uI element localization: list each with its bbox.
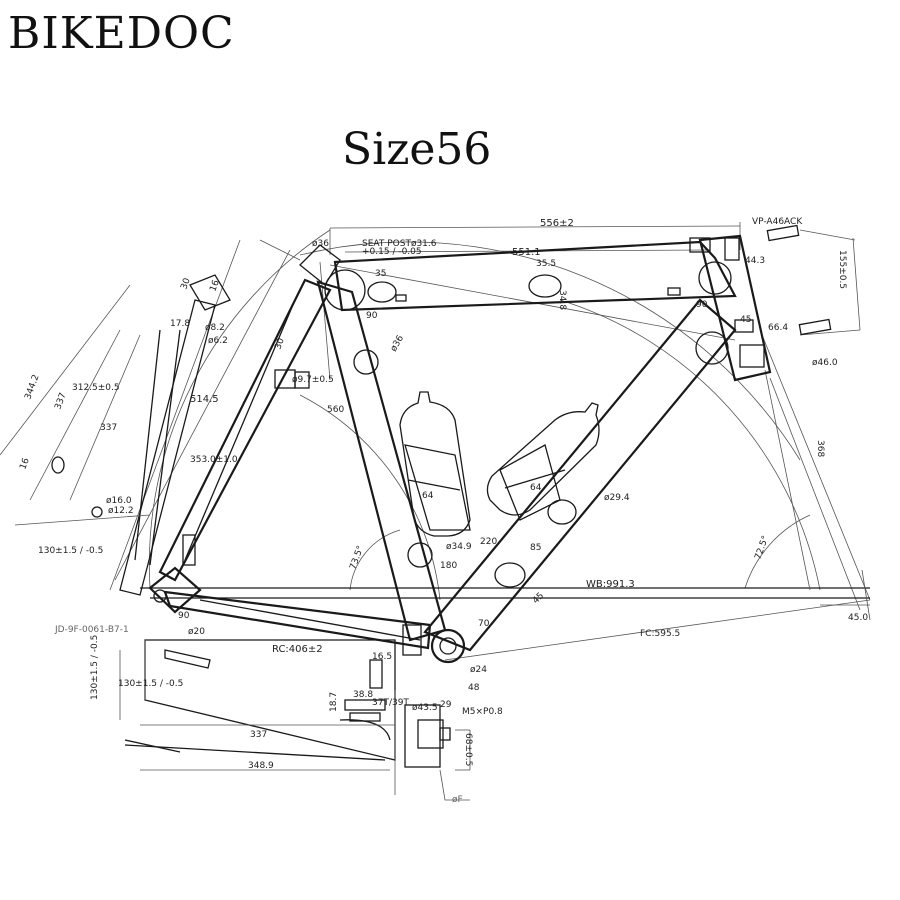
label-d155: 155±0.5 [837, 250, 847, 289]
label-d36-top: ø36 [312, 239, 329, 249]
label-d48: 48 [468, 683, 480, 693]
bottom-bracket-detail [369, 624, 471, 801]
label-d220: 220 [480, 537, 497, 547]
headset-detail [689, 224, 832, 368]
label-d30-a: 30 [179, 277, 192, 291]
label-d35: 35 [375, 269, 386, 279]
label-d337-b: 337 [100, 423, 117, 433]
label-d68: 68±0.5 [463, 733, 473, 766]
label-d560: 560 [327, 405, 344, 415]
label-d16-0: ø16.0 [106, 496, 132, 506]
brand-title: BIKEDOC [8, 8, 235, 59]
label-d90-cs: 90 [178, 611, 190, 621]
seatstay-section [0, 274, 231, 596]
label-d9-7: ø9.7±0.5 [292, 375, 334, 385]
label-d368: 368 [815, 440, 825, 457]
bottle-cage-seat [399, 391, 471, 537]
label-d70: 70 [478, 619, 490, 629]
label-d16-side: 16 [18, 457, 31, 471]
label-d12-2: ø12.2 [108, 506, 134, 516]
label-d72-5: 72.5° [753, 535, 771, 561]
label-d312: 312.5±0.5 [72, 383, 120, 393]
label-d64-b: 64 [530, 483, 542, 493]
bike-frame [148, 234, 772, 664]
label-d30-b: 30 [273, 337, 286, 351]
label-d85: 85 [530, 543, 541, 553]
label-d90-b: 90 [696, 300, 708, 310]
label-d180: 180 [440, 561, 457, 571]
label-top-length: 556±2 [540, 218, 574, 229]
label-wheelbase: WB:991.3 [586, 579, 635, 590]
label-part-number: JD-9F-0061-B7-1 [54, 625, 129, 635]
label-d34-9: ø34.9 [446, 542, 472, 552]
label-d44-3: 44.3 [745, 256, 765, 266]
label-d6-2: ø6.2 [208, 336, 228, 346]
label-rear-center: RC:406±2 [272, 644, 323, 655]
label-d8-2: ø8.2 [205, 323, 225, 333]
label-d35-5: 35.5 [536, 259, 556, 269]
label-top-inner: 551.1 [512, 247, 541, 258]
label-d73-5: 73.5° [348, 545, 366, 571]
label-front-center: FC:595.5 [640, 629, 680, 639]
label-d90-a: 90 [366, 311, 378, 321]
label-d45-bb: 45 [531, 591, 546, 606]
label-d337-a: 337 [53, 391, 68, 411]
label-d66-4: 66.4 [768, 323, 788, 333]
label-d43-5: ø43.5 [412, 703, 438, 713]
label-d20: ø20 [188, 627, 205, 637]
label-d36-seat: ø36 [389, 334, 406, 354]
label-d130-c: 130±1.5 / -0.5 [118, 679, 183, 689]
label-d353: 353.0±1.0 [190, 455, 238, 465]
label-d17-8: 17.8 [170, 319, 190, 329]
label-d16-5: 16.5 [372, 652, 392, 662]
label-faint-note: øF [452, 795, 463, 805]
label-d18-7: 18.7 [329, 692, 339, 712]
label-d344: 344.2 [23, 373, 41, 401]
label-d29: 29 [440, 700, 452, 710]
label-d24: ø24 [470, 665, 487, 675]
label-d348-9: 348.9 [248, 761, 274, 771]
label-d29-4: ø29.4 [604, 493, 630, 503]
label-m5: M5×P0.8 [462, 707, 503, 717]
label-d130-a: 130±1.5 / -0.5 [38, 546, 103, 556]
label-d45-0: 45.0 [848, 613, 868, 623]
label-d16-top: 16 [208, 279, 221, 293]
label-bb-spec: 37T/39T [372, 698, 409, 708]
label-seat-post-tolerance: +0.15 / -0.05 [362, 247, 422, 257]
label-d45-head: 45 [740, 315, 751, 325]
chainstay-section [119, 639, 396, 795]
label-d64-a: 64 [422, 491, 434, 501]
label-d337-c: 337 [250, 730, 267, 740]
label-d130-b: 130±1.5 / -0.5 [90, 635, 100, 700]
label-d34-8: 34.8 [557, 290, 567, 310]
label-headset-code: VP-A46ACK [752, 217, 803, 227]
label-seat-post: SEAT POSTø31.6 [362, 239, 437, 249]
label-d46: ø46.0 [812, 358, 838, 368]
bottle-cage-down [486, 402, 600, 521]
label-d38-8: 38.8 [353, 690, 373, 700]
label-d514-5: 514.5 [190, 394, 219, 405]
size-title: Size56 [342, 124, 492, 175]
